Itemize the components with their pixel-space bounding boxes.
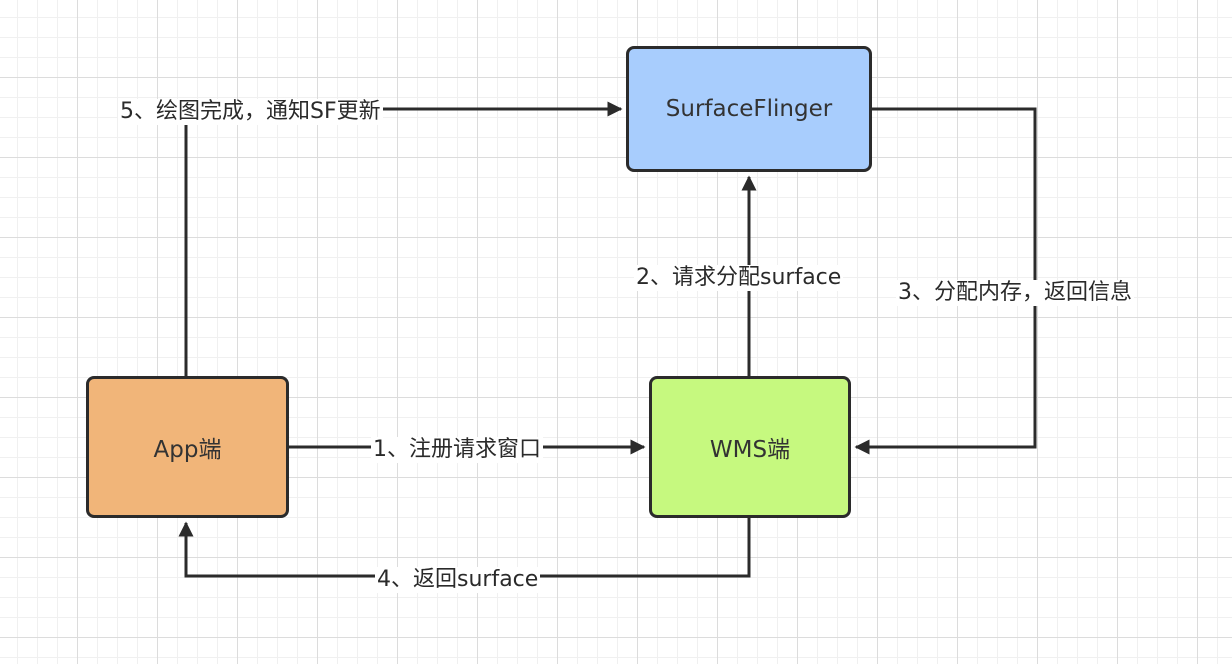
edge-label-register-window: 1、注册请求窗口 xyxy=(371,437,543,463)
edge-label-return-surface: 4、返回surface xyxy=(375,567,541,593)
edge-sf-to-wms xyxy=(854,107,1037,455)
surfaceflinger-node[interactable]: SurfaceFlinger xyxy=(626,46,872,172)
wms-node[interactable]: WMS端 xyxy=(649,376,851,518)
edge-label-request-surface: 2、请求分配surface xyxy=(634,265,844,291)
edge-label-allocate-memory: 3、分配内存，返回信息 xyxy=(896,280,1134,306)
app-node[interactable]: App端 xyxy=(86,376,289,518)
edge-label-notify-sf: 5、绘图完成，通知SF更新 xyxy=(118,99,383,125)
edge-app-to-sf xyxy=(184,101,623,376)
